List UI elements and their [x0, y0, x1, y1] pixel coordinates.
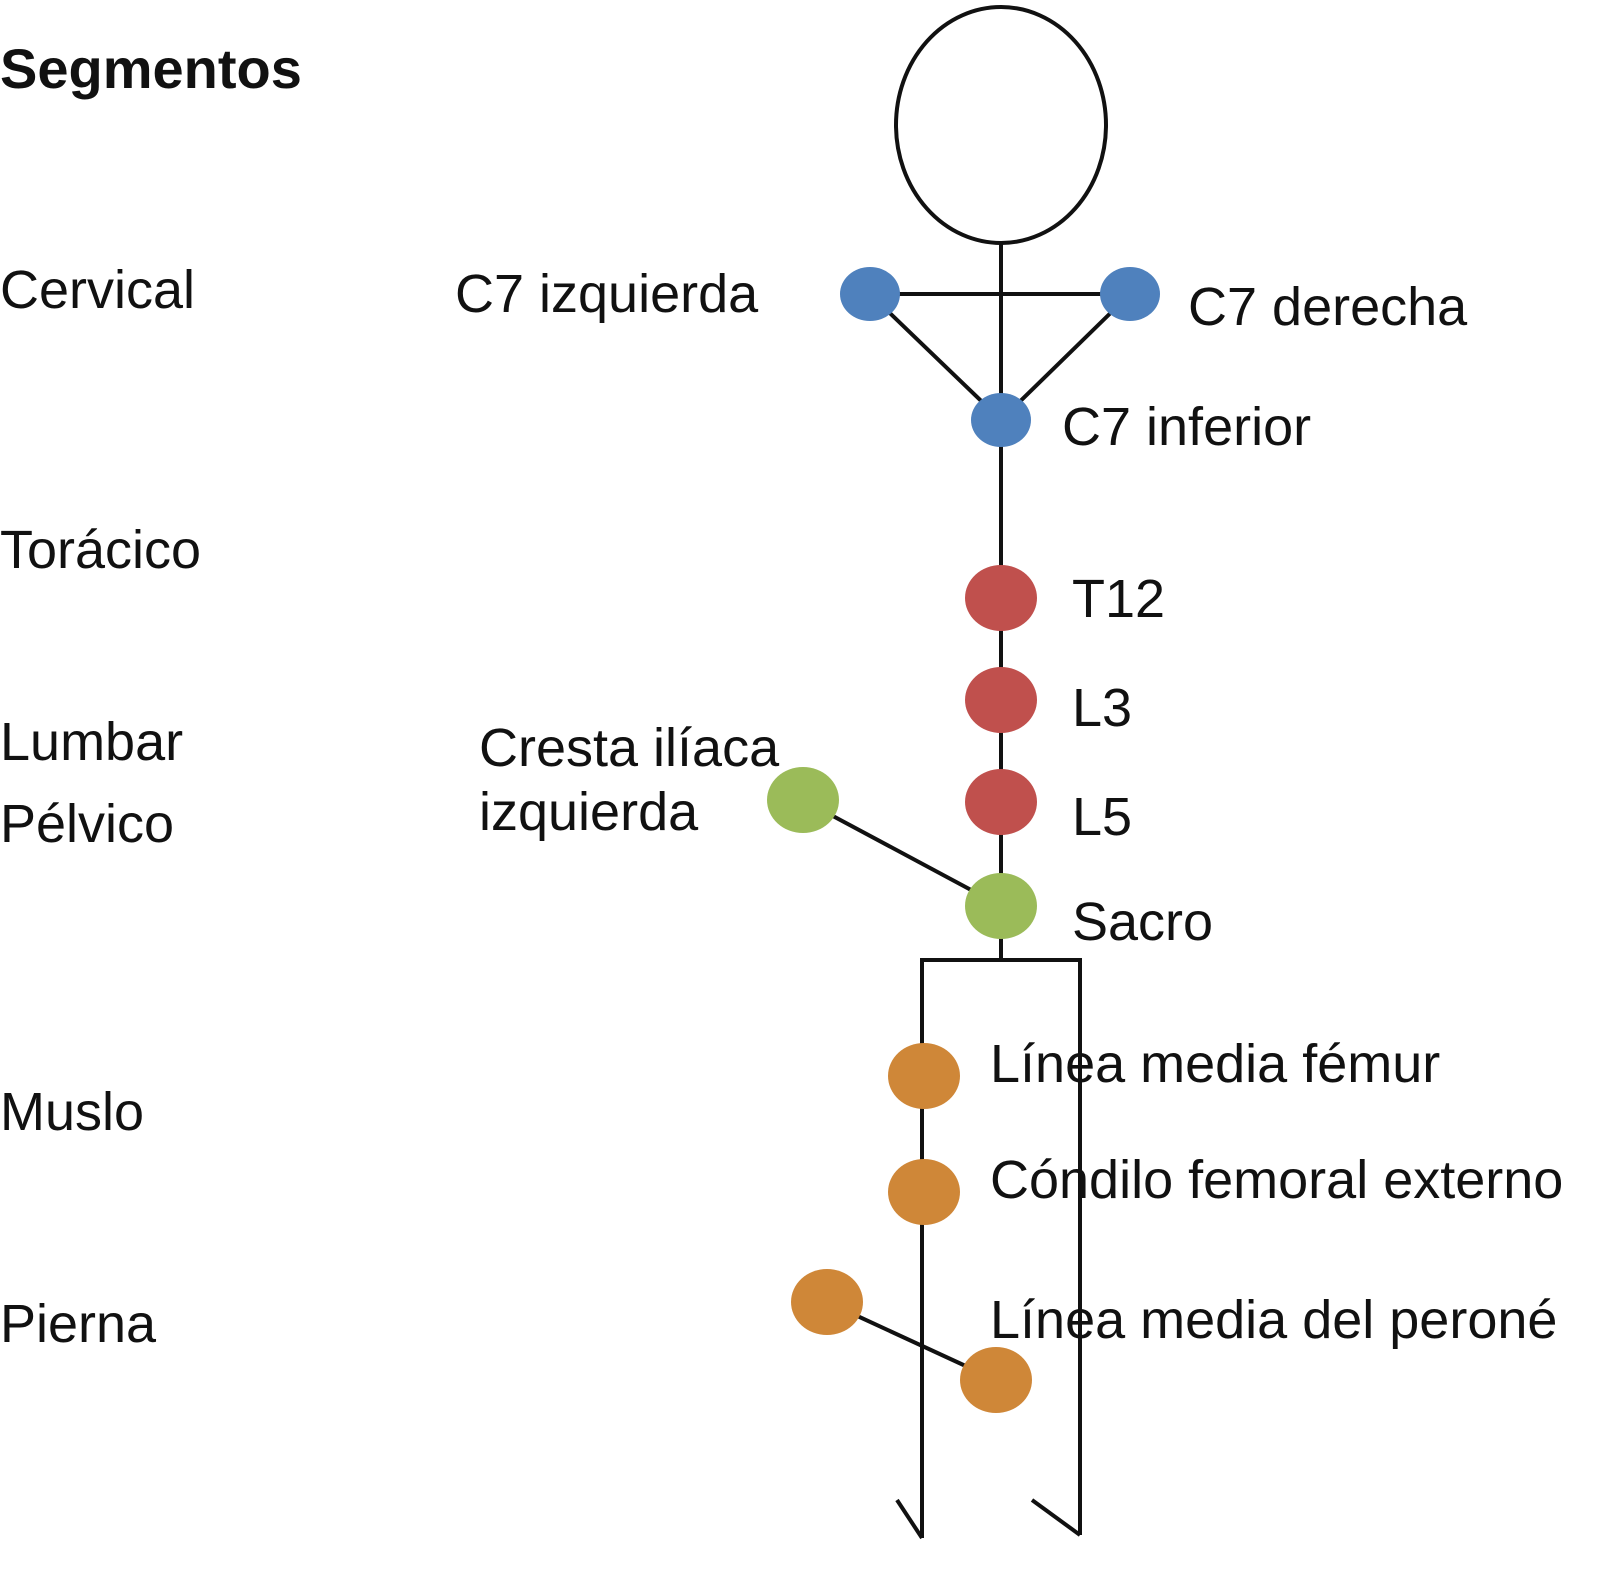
marker-t12 — [965, 565, 1037, 631]
label-l5: L5 — [1072, 787, 1132, 847]
label-t12: T12 — [1072, 569, 1165, 629]
left-cervical-line — [868, 292, 1003, 422]
left-foot-line — [895, 1498, 924, 1540]
marker-femur-midline — [888, 1043, 960, 1109]
marker-femoral-condyle — [888, 1159, 960, 1225]
marker-c7-right — [1100, 267, 1160, 321]
diagram-heading: Segmentos — [0, 37, 302, 100]
legs-outline — [920, 958, 1082, 1538]
segment-label-thoracic: Torácico — [0, 520, 201, 580]
label-c7-lower: C7 inferior — [1062, 397, 1311, 457]
right-cervical-line — [999, 292, 1132, 422]
label-c7-left: C7 izquierda — [455, 264, 759, 324]
marker-iliac-crest — [767, 767, 839, 833]
segment-label-lumbar: Lumbar — [0, 712, 183, 772]
segment-label-pelvic: Pélvico — [0, 794, 174, 854]
head-outline — [894, 5, 1108, 245]
marker-sacrum — [965, 873, 1037, 939]
label-l3: L3 — [1072, 678, 1132, 738]
segment-label-cervical: Cervical — [0, 260, 195, 320]
marker-l3 — [965, 667, 1037, 733]
marker-fibula-lower — [960, 1347, 1032, 1413]
iliac-crest-line — [802, 798, 1002, 908]
label-fibula-midline: Línea media del peroné — [990, 1290, 1557, 1350]
marker-c7-lower — [971, 393, 1031, 447]
marker-fibula-upper — [791, 1269, 863, 1335]
label-c7-right: C7 derecha — [1188, 277, 1468, 337]
segment-label-leg: Pierna — [0, 1294, 157, 1354]
label-femoral-condyle: Cóndilo femoral externo — [990, 1150, 1563, 1210]
segment-label-thigh: Muslo — [0, 1082, 144, 1142]
label-femur-midline: Línea media fémur — [990, 1034, 1440, 1094]
label-iliac-crest-line2: izquierda — [479, 782, 699, 842]
label-iliac-crest-line1: Cresta ilíaca — [479, 718, 780, 778]
marker-c7-left — [840, 267, 900, 321]
marker-l5 — [965, 769, 1037, 835]
right-foot-line — [1030, 1498, 1082, 1537]
label-sacrum: Sacro — [1072, 892, 1213, 952]
